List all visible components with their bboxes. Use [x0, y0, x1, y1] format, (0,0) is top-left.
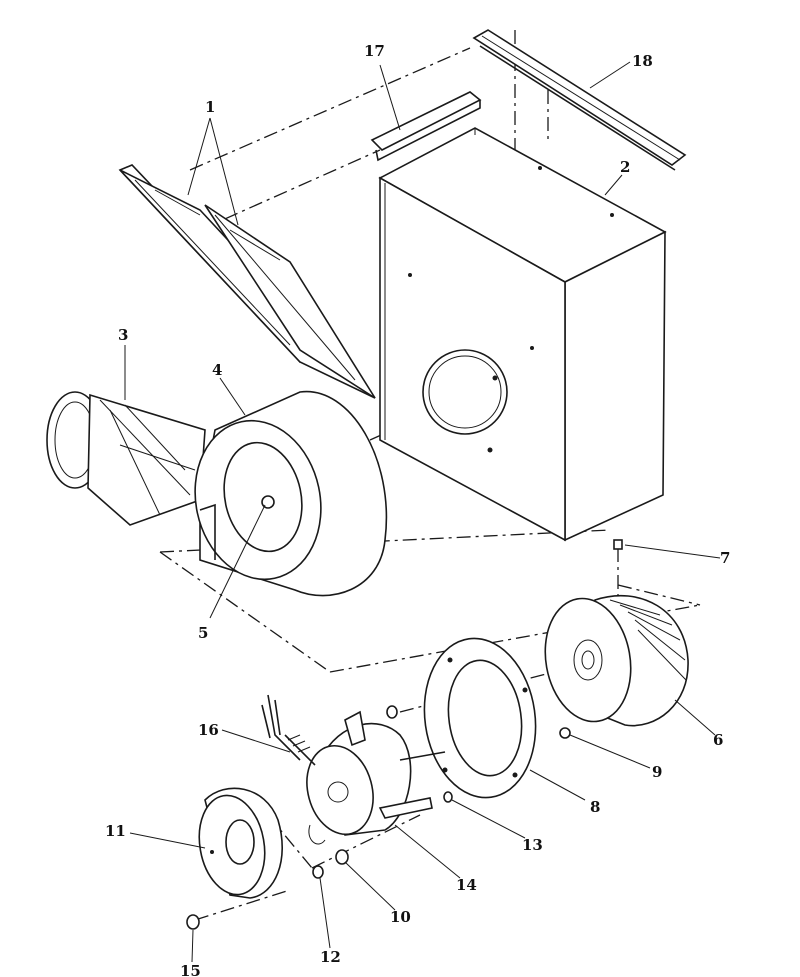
callout-9: 9 — [652, 763, 662, 781]
callout-15: 15 — [180, 962, 201, 977]
callout-2: 2 — [620, 158, 630, 176]
part-10-nut — [335, 849, 349, 865]
callout-leaders — [124, 61, 721, 963]
part-16-wire-harness — [261, 694, 316, 766]
callout-12: 12 — [320, 948, 341, 966]
callout-13: 13 — [522, 836, 543, 854]
part-15-nut — [186, 914, 200, 930]
callout-16: 16 — [198, 721, 219, 739]
part-17-short-rail — [370, 91, 482, 162]
part-1-filters — [118, 164, 376, 399]
callout-18: 18 — [632, 52, 653, 70]
callout-5: 5 — [198, 624, 208, 642]
part-4-blower-housing — [194, 390, 388, 597]
callout-3: 3 — [118, 326, 128, 344]
part-washer-upper — [386, 705, 398, 719]
callout-7: 7 — [720, 549, 730, 567]
callout-8: 8 — [590, 798, 600, 816]
part-3-inlet-transition — [46, 391, 206, 526]
part-14-motor — [306, 710, 446, 845]
callout-4: 4 — [212, 361, 222, 379]
callout-1: 1 — [205, 98, 215, 116]
callout-11: 11 — [105, 822, 126, 840]
part-2-cabinet — [378, 127, 667, 542]
callout-14: 14 — [456, 876, 477, 894]
callout-17: 17 — [364, 42, 385, 60]
part-12-washer — [312, 865, 324, 879]
part-6-blower-wheel — [544, 595, 689, 727]
callout-6: 6 — [713, 731, 723, 749]
part-13-washer — [443, 791, 453, 803]
part-7-set-screw — [613, 539, 623, 550]
part-11-mounting-plate — [198, 787, 283, 899]
part-9-screw — [559, 727, 571, 739]
part-8-mounting-ring — [423, 637, 537, 799]
callout-10: 10 — [390, 908, 411, 926]
part-18-top-rail — [472, 29, 687, 171]
callout-labels: 1 2 3 4 5 6 7 8 9 10 11 12 13 14 15 16 1… — [105, 42, 730, 977]
